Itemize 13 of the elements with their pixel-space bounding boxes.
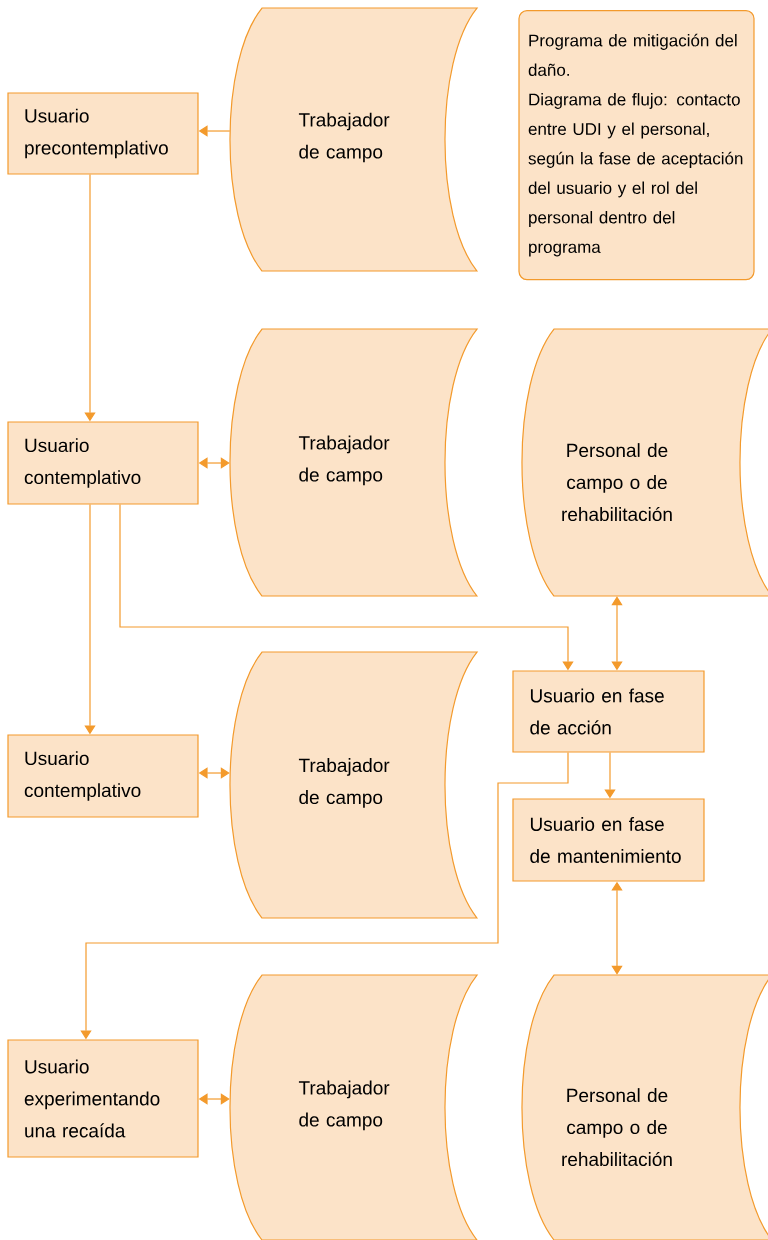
process-box: Usuario en fase de acción — [512, 670, 705, 753]
process-box: Usuario contemplativo — [7, 421, 199, 505]
scroll-box: Personal de campo o de rehabilitación — [521, 328, 768, 597]
scroll-box: Trabajador de campo — [229, 328, 478, 597]
scroll-box: Trabajador de campo — [229, 974, 478, 1240]
scroll-box: Personal de campo o de rehabilitación — [521, 974, 768, 1240]
process-box: Usuario precontemplativo — [7, 92, 199, 175]
note-box: Programa de mitigación del daño. Diagrama de flujo: contacto entre UDI y el personal, según la fase de aceptación del usuario y el rol del personal dentro del programa — [518, 10, 755, 281]
scroll-box: Trabajador de campo — [229, 651, 478, 919]
process-box: Usuario en fase de mantenimiento — [512, 798, 705, 882]
scroll-box: Trabajador de campo — [229, 7, 478, 272]
process-box: Usuario experimentando una recaída — [7, 1039, 199, 1158]
process-box: Usuario contemplativo — [7, 734, 199, 818]
